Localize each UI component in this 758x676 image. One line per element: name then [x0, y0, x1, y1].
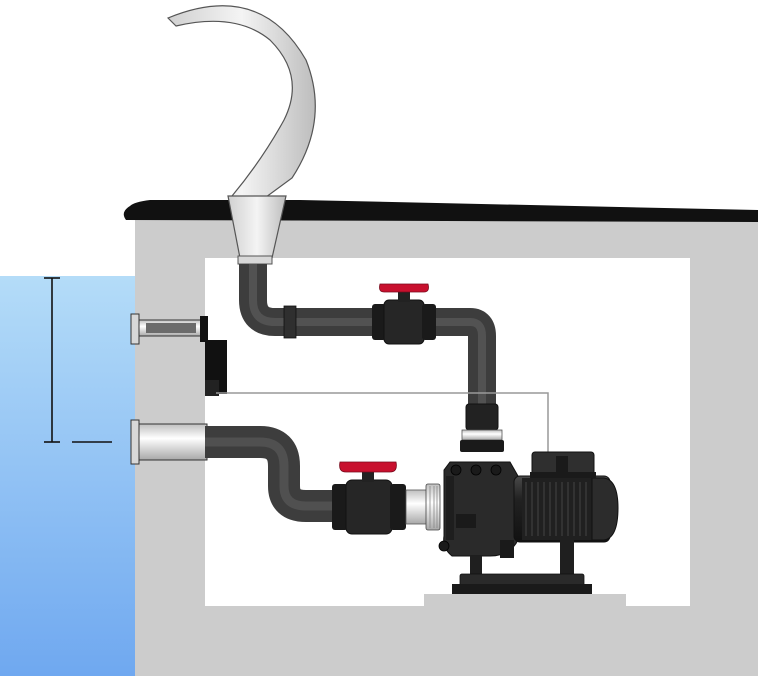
suction-adapter	[405, 489, 429, 525]
suction-pipe-highlight	[205, 437, 440, 511]
pump	[438, 451, 619, 594]
valve-handle-icon	[339, 461, 397, 473]
depth-dimension	[44, 277, 112, 443]
pressure-adapter	[461, 429, 503, 441]
pool-water	[0, 276, 140, 676]
electrical-cable	[216, 392, 549, 454]
coping-stone	[123, 200, 758, 222]
pipe-coupling	[283, 305, 297, 339]
hose-funnel-ring	[237, 255, 273, 265]
suction-union-ring	[425, 483, 441, 531]
suction-fitting	[130, 419, 208, 465]
pressure-adapter-ring	[460, 440, 504, 452]
pressure-union	[465, 403, 499, 431]
air-hose	[166, 5, 316, 201]
jet-nozzle	[130, 313, 208, 345]
valve-handle-icon	[379, 283, 429, 293]
pool-wall	[135, 216, 758, 676]
pressure-ball-valve	[372, 283, 436, 345]
wall-fitting-cap	[205, 380, 219, 396]
pump-plinth	[424, 594, 626, 608]
suction-ball-valve	[332, 461, 406, 535]
